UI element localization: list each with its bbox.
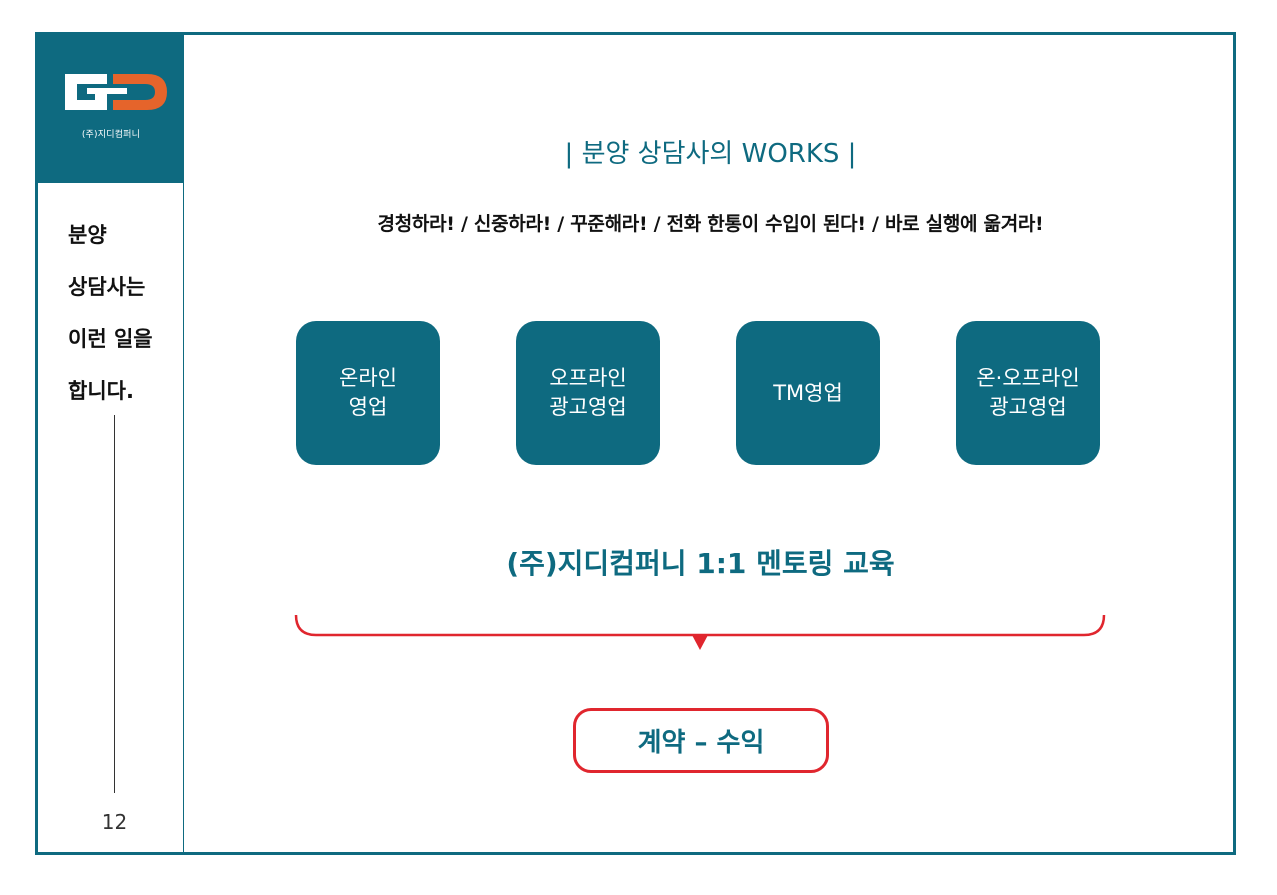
mentoring-text: (주)지디컴퍼니 1:1 멘토링 교육 bbox=[506, 547, 895, 580]
gd-logo-icon bbox=[65, 74, 167, 110]
work-card-label: 오프라인 광고영업 bbox=[549, 366, 627, 419]
page-title: | 분양 상담사의 WORKS | bbox=[564, 139, 857, 169]
page-subtitle: 경청하라! / 신중하라! / 꾸준해라! / 전화 한통이 수입이 된다! /… bbox=[377, 213, 1044, 235]
company-name-small: (주)지디컴퍼니 bbox=[81, 130, 141, 140]
work-card-on-offline: 온·오프라인 광고영업 bbox=[956, 321, 1100, 465]
sidebar-title: 분양 상담사는 이런 일을 합니다. bbox=[68, 209, 178, 417]
work-card-online: 온라인 영업 bbox=[296, 321, 440, 465]
result-box: 계약 – 수익 bbox=[573, 708, 829, 773]
work-card-label: TM영업 bbox=[773, 380, 843, 405]
page-number: 12 bbox=[101, 810, 128, 834]
work-card-label: 온·오프라인 광고영업 bbox=[976, 366, 1080, 419]
sidebar-title-line: 분양 bbox=[68, 223, 107, 247]
work-card-offline: 오프라인 광고영업 bbox=[516, 321, 660, 465]
sidebar: (주)지디컴퍼니 분양 상담사는 이런 일을 합니다. 12 bbox=[38, 35, 184, 852]
sidebar-title-line: 상담사는 bbox=[68, 275, 146, 299]
sidebar-title-line: 합니다. bbox=[68, 379, 134, 403]
sidebar-title-line: 이런 일을 bbox=[68, 327, 153, 351]
sidebar-divider-line bbox=[114, 415, 115, 793]
page-frame: (주)지디컴퍼니 분양 상담사는 이런 일을 합니다. 12 | 분양 상담사의… bbox=[35, 32, 1236, 855]
logo-box: (주)지디컴퍼니 bbox=[38, 35, 184, 183]
work-card-label: 온라인 영업 bbox=[339, 366, 397, 419]
work-card-tm: TM영업 bbox=[736, 321, 880, 465]
brace-arrow-icon bbox=[294, 614, 1106, 650]
